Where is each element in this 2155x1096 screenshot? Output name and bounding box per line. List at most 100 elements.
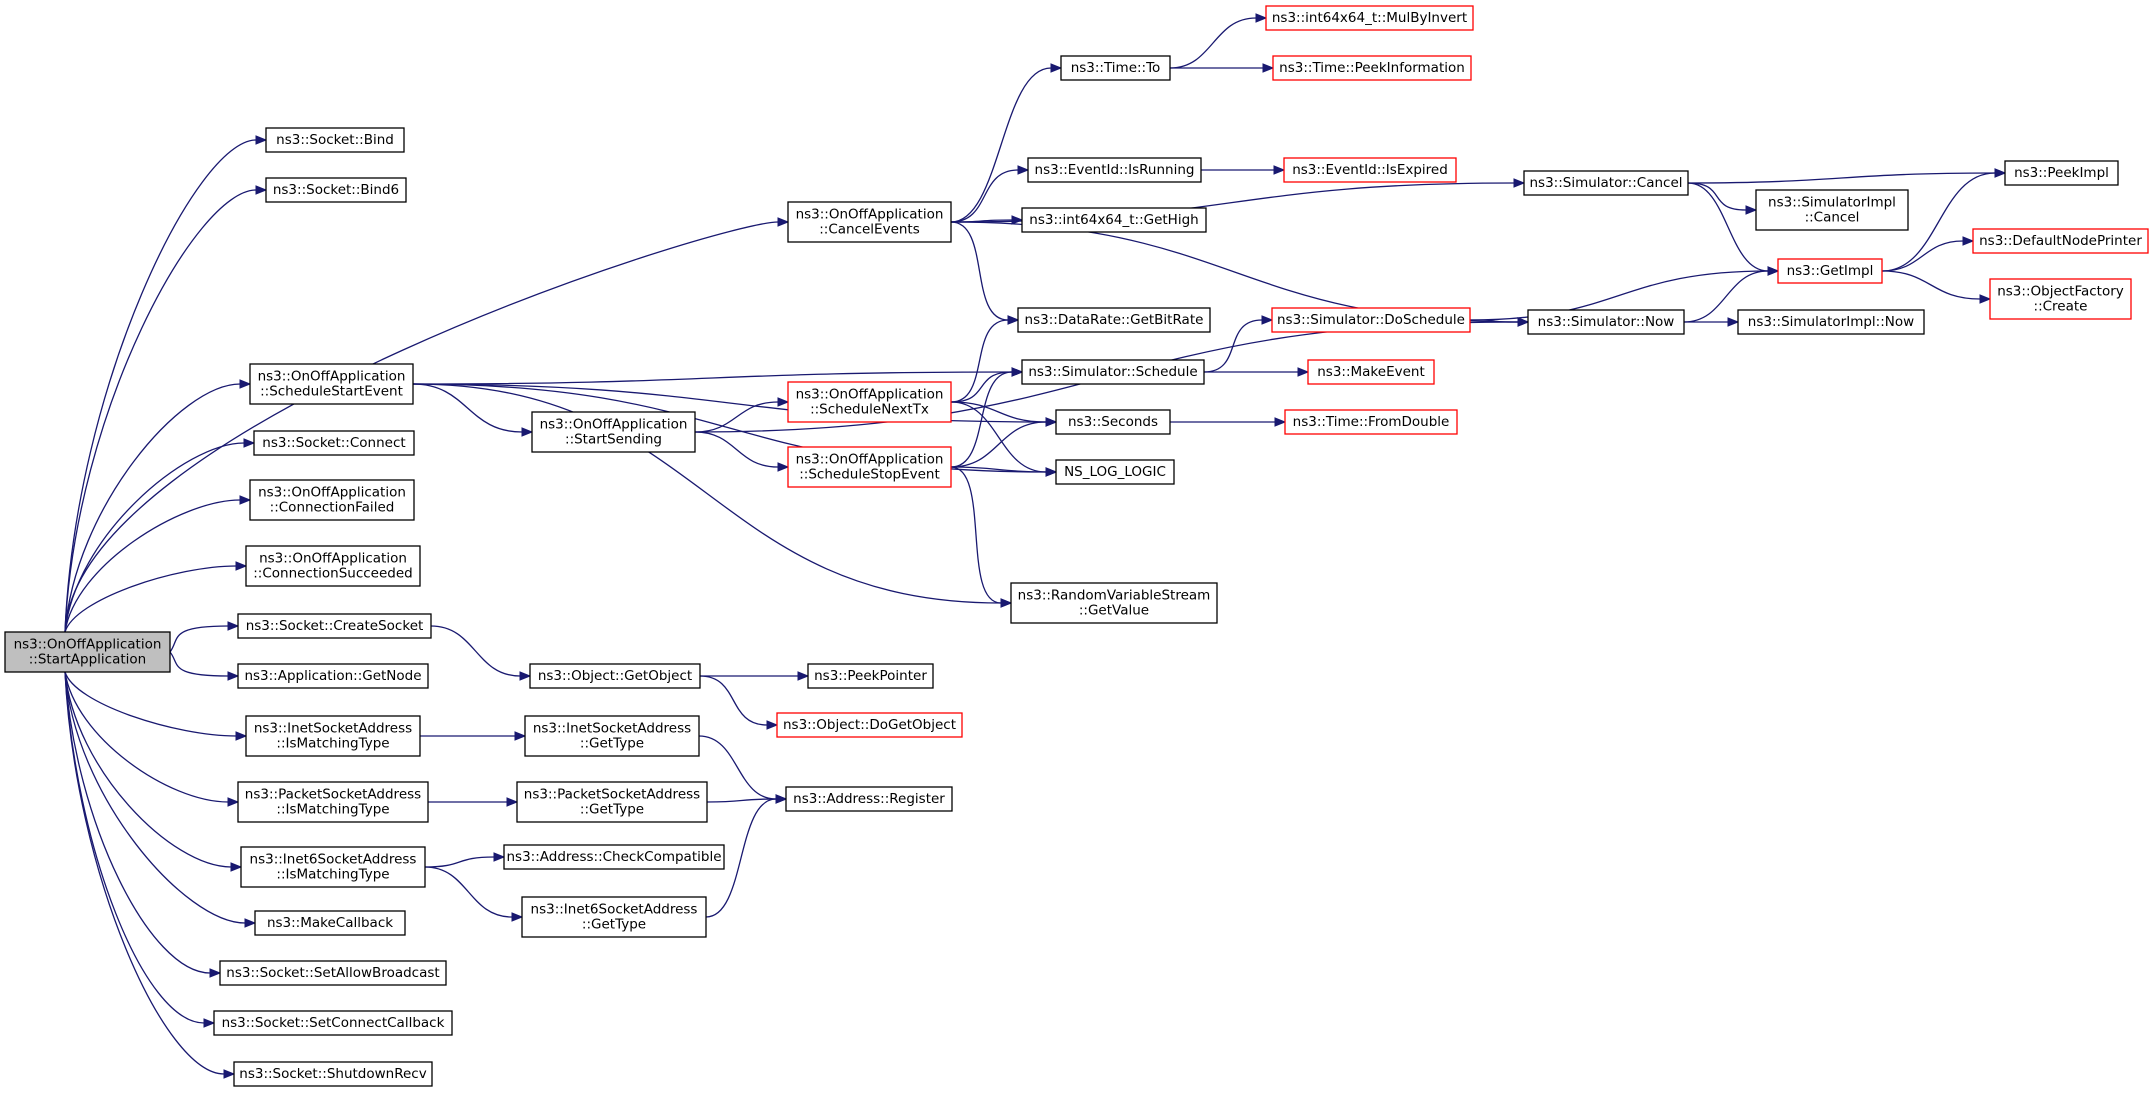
node-label: ns3::OnOffApplication: [796, 387, 944, 403]
node-connsucc[interactable]: ns3::OnOffApplication::ConnectionSucceed…: [245, 545, 421, 587]
node-dogetobj[interactable]: ns3::Object::DoGetObject: [776, 712, 963, 738]
edge-line: [1881, 172, 1996, 272]
edge-schedule-makeevent: [1204, 367, 1310, 377]
node-connectcb[interactable]: ns3::Socket::SetConnectCallback: [213, 1010, 453, 1036]
arrowhead-icon: [1727, 317, 1740, 327]
node-implcancel[interactable]: ns3::SimulatorImpl::Cancel: [1755, 189, 1909, 231]
node-bitrate[interactable]: ns3::DataRate::GetBitRate: [1017, 307, 1211, 333]
node-makecb[interactable]: ns3::MakeCallback: [254, 910, 406, 936]
node-box: [237, 781, 429, 823]
node-connect[interactable]: ns3::Socket::Connect: [253, 430, 415, 456]
arrowhead-icon: [227, 621, 240, 631]
arrowhead-icon: [1050, 63, 1063, 73]
node-box: [4, 631, 171, 673]
node-evexpired[interactable]: ns3::EventId::IsExpired: [1283, 157, 1457, 183]
node-connfail[interactable]: ns3::OnOffApplication::ConnectionFailed: [249, 479, 415, 521]
node-simcancel[interactable]: ns3::Simulator::Cancel: [1523, 170, 1689, 196]
node-label: ns3::SimulatorImpl: [1768, 195, 1896, 211]
edge-schednext-bitrate: [950, 315, 1020, 403]
node-label: ns3::PacketSocketAddress: [245, 787, 421, 803]
node-bind[interactable]: ns3::Socket::Bind: [265, 127, 405, 153]
node-getobj[interactable]: ns3::Object::GetObject: [529, 663, 701, 689]
edge-schedule-doschedule: [1203, 315, 1274, 373]
node-evrunning[interactable]: ns3::EventId::IsRunning: [1027, 157, 1202, 183]
node-box: [807, 663, 934, 689]
edge-startsend-schedstop: [694, 431, 790, 472]
arrowhead-icon: [235, 731, 248, 741]
node-box: [233, 1061, 433, 1087]
node-label: ns3::Application::GetNode: [244, 668, 421, 684]
node-label: ::GetType: [582, 917, 646, 933]
node-inettype[interactable]: ns3::InetSocketAddress::GetType: [524, 715, 700, 757]
node-simnow[interactable]: ns3::Simulator::Now: [1527, 309, 1685, 335]
node-timeto[interactable]: ns3::Time::To: [1060, 55, 1171, 81]
node-doschedule[interactable]: ns3::Simulator::DoSchedule: [1271, 307, 1471, 333]
edge-line: [64, 671, 229, 803]
node-label: ::IsMatchingType: [276, 867, 389, 883]
node-cancelev[interactable]: ns3::OnOffApplication::CancelEvents: [787, 201, 952, 243]
edge-seconds-fromdouble: [1169, 417, 1287, 427]
node-peekinfo[interactable]: ns3::Time::PeekInformation: [1272, 55, 1472, 81]
arrowhead-icon: [235, 561, 248, 571]
node-label: ::CancelEvents: [819, 222, 920, 238]
arrowhead-icon: [493, 852, 506, 862]
edge-getobj-dogetobj: [699, 675, 779, 730]
node-makeevent[interactable]: ns3::MakeEvent: [1307, 359, 1435, 385]
arrowhead-icon: [1274, 417, 1287, 427]
node-schedstop[interactable]: ns3::OnOffApplication::ScheduleStopEvent: [787, 446, 952, 488]
node-objfactory[interactable]: ns3::ObjectFactory::Create: [1989, 278, 2132, 320]
node-allowbc[interactable]: ns3::Socket::SetAllowBroadcast: [219, 960, 447, 986]
node-mulbyinv[interactable]: ns3::int64x64_t::MulByInvert: [1265, 5, 1474, 31]
node-getnode[interactable]: ns3::Application::GetNode: [237, 663, 429, 689]
node-inet6match[interactable]: ns3::Inet6SocketAddress::IsMatchingType: [240, 846, 426, 888]
node-nslog[interactable]: NS_LOG_LOGIC: [1055, 459, 1175, 485]
node-createsock[interactable]: ns3::Socket::CreateSocket: [237, 613, 432, 639]
node-label: ::ScheduleNextTx: [810, 402, 929, 418]
node-label: ns3::SimulatorImpl::Now: [1748, 314, 1914, 330]
edge-line: [950, 221, 1009, 321]
edge-line: [1687, 172, 1996, 184]
node-box: [1307, 359, 1435, 385]
node-label: ns3::RandomVariableStream: [1018, 588, 1211, 604]
node-checkcompat[interactable]: ns3::Address::CheckCompatible: [503, 844, 725, 870]
node-box: [516, 781, 708, 823]
node-gethigh[interactable]: ns3::int64x64_t::GetHigh: [1021, 207, 1207, 233]
node-label: ::GetType: [580, 736, 644, 752]
arrowhead-icon: [239, 495, 252, 505]
node-addrreg[interactable]: ns3::Address::Register: [785, 786, 953, 812]
node-peekimpl[interactable]: ns3::PeekImpl: [2004, 160, 2119, 186]
node-label: ns3::int64x64_t::MulByInvert: [1272, 10, 1467, 26]
node-schednext[interactable]: ns3::OnOffApplication::ScheduleNextTx: [787, 381, 952, 423]
node-box: [1737, 309, 1925, 335]
node-schedule[interactable]: ns3::Simulator::Schedule: [1021, 359, 1205, 385]
node-box: [1777, 258, 1883, 284]
node-startsend[interactable]: ns3::OnOffApplication::StartSending: [531, 411, 696, 453]
edge-start-createsock: [169, 621, 240, 653]
node-box: [245, 545, 421, 587]
node-peekptr[interactable]: ns3::PeekPointer: [807, 663, 934, 689]
edge-line: [64, 671, 205, 1024]
node-label: ns3::InetSocketAddress: [254, 721, 412, 737]
node-shutdown[interactable]: ns3::Socket::ShutdownRecv: [233, 1061, 433, 1087]
node-defprinter[interactable]: ns3::DefaultNodePrinter: [1972, 228, 2149, 254]
node-label: ::ConnectionSucceeded: [253, 566, 413, 582]
node-label: ::ScheduleStartEvent: [260, 384, 403, 400]
node-inetmatch[interactable]: ns3::InetSocketAddress::IsMatchingType: [245, 715, 421, 757]
node-implnow[interactable]: ns3::SimulatorImpl::Now: [1737, 309, 1925, 335]
arrowhead-icon: [239, 379, 252, 389]
node-inet6type[interactable]: ns3::Inet6SocketAddress::GetType: [521, 896, 707, 938]
node-label: ns3::Address::CheckCompatible: [506, 849, 721, 865]
node-fromdouble[interactable]: ns3::Time::FromDouble: [1284, 409, 1458, 435]
node-getvalue[interactable]: ns3::RandomVariableStream::GetValue: [1010, 582, 1218, 624]
node-pkttype[interactable]: ns3::PacketSocketAddress::GetType: [516, 781, 708, 823]
node-schedstart[interactable]: ns3::OnOffApplication::ScheduleStartEven…: [249, 363, 414, 405]
node-seconds[interactable]: ns3::Seconds: [1055, 409, 1171, 435]
node-start[interactable]: ns3::OnOffApplication::StartApplication: [4, 631, 171, 673]
node-getimpl[interactable]: ns3::GetImpl: [1777, 258, 1883, 284]
node-pktmatch[interactable]: ns3::PacketSocketAddress::IsMatchingType: [237, 781, 429, 823]
edge-inet6type-addrreg: [705, 794, 788, 918]
node-bind6[interactable]: ns3::Socket::Bind6: [265, 177, 407, 203]
edge-line: [412, 383, 1002, 604]
arrowhead-icon: [506, 797, 519, 807]
edge-line: [1881, 240, 1964, 272]
